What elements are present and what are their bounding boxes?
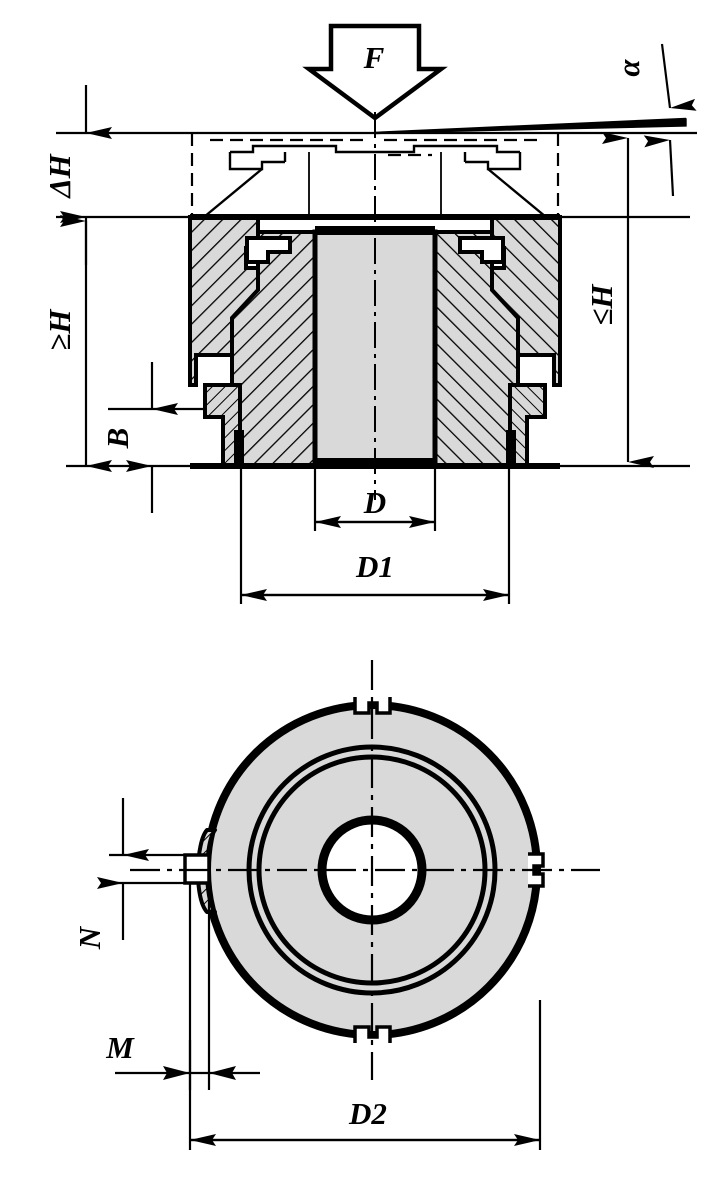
b-label: B: [100, 428, 135, 450]
delta-h-label: ΔH: [42, 153, 77, 199]
raised-plate-profile: [230, 144, 520, 154]
alpha-arrow-lower: [643, 135, 675, 197]
dimension-d2: [188, 1000, 542, 1150]
force-label: F: [363, 40, 385, 75]
dimension-n: [97, 798, 200, 940]
m-arrow-left: [163, 1066, 190, 1080]
d1-label: D1: [355, 549, 394, 584]
min-h-label: ≥H: [42, 309, 77, 351]
retaining-groove-left: [245, 236, 292, 264]
dimension-alpha: [643, 43, 697, 197]
force-arrow-icon: [302, 23, 448, 121]
alpha-label: α: [611, 59, 646, 77]
d2-label: D2: [348, 1096, 387, 1131]
retaining-groove-right: [458, 236, 505, 264]
raised-leadline-left: [203, 168, 263, 218]
plan-notch-bottom: [353, 1025, 392, 1043]
raised-hidden-lines: [190, 133, 560, 217]
seat-left: [234, 430, 244, 466]
dimension-d: [313, 466, 437, 531]
max-h-label: ≤H: [584, 284, 619, 326]
dimension-d1: [239, 466, 511, 604]
force-arrow-group: F: [302, 23, 448, 121]
alpha-arrow-upper: [660, 43, 697, 111]
d-label: D: [363, 485, 386, 520]
raised-position-outline: [203, 144, 547, 218]
alpha-wedge-group: [374, 117, 687, 135]
n-label: N: [72, 925, 107, 950]
seat-right: [506, 430, 516, 466]
m-label: M: [105, 1030, 135, 1065]
raised-leadline-right: [487, 168, 547, 218]
plan-view-group: [130, 660, 600, 1080]
plan-centerlines: [130, 660, 600, 1080]
m-arrow-right: [209, 1066, 236, 1080]
alpha-inclined-line: [374, 117, 687, 135]
plan-notch-top: [353, 697, 392, 715]
body-section-group: [188, 112, 562, 500]
